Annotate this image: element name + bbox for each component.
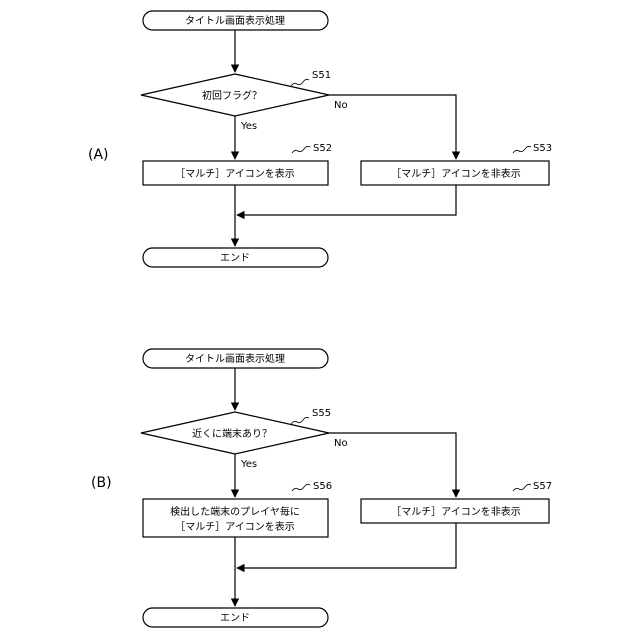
step-label-s51: S51 — [312, 70, 331, 81]
arrow-no-b — [329, 433, 456, 497]
step-label-s56: S56 — [313, 481, 332, 492]
start-terminator-b-text: タイトル画面表示処理 — [185, 352, 285, 365]
step-label-s53: S53 — [533, 143, 552, 154]
step-label-s55: S55 — [312, 408, 331, 419]
decision-diamond-a-text: 初回フラグ？ — [202, 89, 262, 102]
arrow-no-a — [329, 95, 456, 159]
panel-a: (A) タイトル画面表示処理 初回フラグ？ S51 Yes No ［マルチ］アイ… — [88, 11, 552, 267]
yes-label-a: Yes — [240, 121, 257, 132]
leader-s53 — [513, 146, 531, 153]
decision-diamond-b-text: 近くに端末あり？ — [192, 427, 272, 440]
process-box-s53-text: ［マルチ］アイコンを非表示 — [391, 167, 521, 180]
leader-s51 — [291, 79, 309, 86]
end-terminator-a-text: エンド — [220, 253, 250, 264]
end-terminator-b-text: エンド — [220, 613, 250, 624]
process-box-s56-line2: ［マルチ］アイコンを表示 — [175, 520, 295, 533]
leader-s55 — [291, 417, 309, 424]
process-box-s57-text: ［マルチ］アイコンを非表示 — [391, 505, 521, 518]
start-terminator-a-text: タイトル画面表示処理 — [185, 14, 285, 27]
yes-label-b: Yes — [240, 459, 257, 470]
panel-b: (B) タイトル画面表示処理 近くに端末あり？ S55 Yes No 検出した端… — [91, 349, 552, 627]
step-label-s52: S52 — [313, 143, 332, 154]
process-box-s56-line1: 検出した端末のプレイヤ毎に — [170, 505, 300, 518]
leader-s52 — [292, 146, 310, 153]
arrow-merge-left-a — [237, 185, 456, 215]
step-label-s57: S57 — [533, 481, 552, 492]
process-box-s52-text: ［マルチ］アイコンを表示 — [175, 167, 295, 180]
no-label-a: No — [334, 100, 348, 111]
leader-s57 — [513, 484, 531, 491]
panel-label-a: (A) — [88, 147, 109, 163]
panel-label-b: (B) — [91, 475, 112, 491]
no-label-b: No — [334, 438, 348, 449]
leader-s56 — [292, 484, 310, 491]
